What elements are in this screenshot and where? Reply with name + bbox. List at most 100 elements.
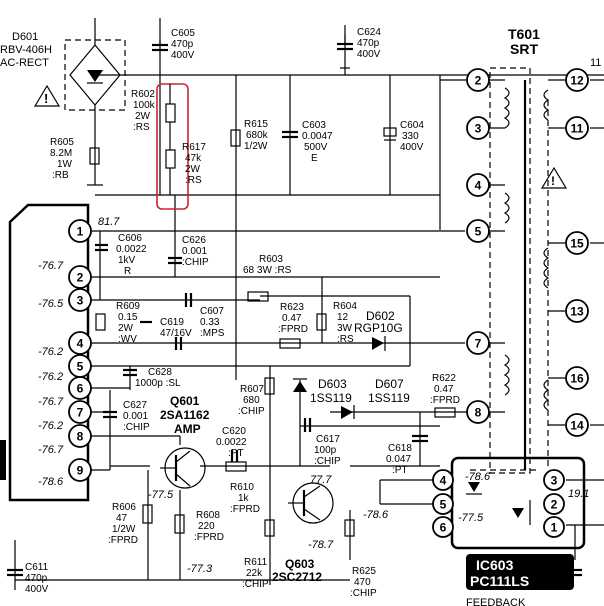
- pin-ic-left-circle: [432, 469, 454, 491]
- q603-transistor: [288, 482, 334, 524]
- r617-power: 2W: [185, 164, 201, 175]
- pin-left-label: 8: [77, 430, 84, 444]
- r617-ref: R617: [182, 142, 206, 153]
- pin-ic-left-label: 4: [440, 474, 447, 488]
- r623-value: 0.47: [282, 313, 302, 324]
- top-right-number: 11: [590, 57, 601, 69]
- r615-resistor: [230, 129, 241, 147]
- r611-ref: R611: [244, 557, 268, 568]
- pin-t601-right-label: 13: [570, 305, 584, 319]
- c603-value: 0.0047: [302, 131, 333, 142]
- r608-value: 220: [198, 521, 215, 532]
- c607-value: 0.33: [200, 317, 220, 328]
- pin-left-circle: [68, 424, 92, 448]
- voltage-pin6: -76.7: [38, 396, 64, 408]
- r611-type: :CHIP: [242, 579, 269, 590]
- c604-value: 330: [402, 131, 419, 142]
- t601-ref: T601: [508, 26, 540, 42]
- pin-ic-right-circle: [543, 516, 565, 538]
- c617-value: 100p: [314, 445, 337, 456]
- pin-t601-left-label: 8: [475, 406, 482, 420]
- d603-diode: [293, 381, 307, 392]
- c618-value: 0.047: [386, 454, 411, 465]
- pin-t601-left-label: 4: [475, 179, 482, 193]
- r605-ref: R605: [50, 137, 74, 148]
- pin-ic-right-circle: [543, 469, 565, 491]
- c605-voltage: 400V: [171, 50, 195, 61]
- r617-type: :RS: [185, 175, 202, 186]
- c603-voltage: 500V: [304, 142, 328, 153]
- q603-ref: Q603: [285, 557, 315, 571]
- ic603-label-box: [466, 554, 574, 590]
- pin-left-label: 4: [77, 337, 84, 351]
- voltage-pin4: -76.2: [38, 346, 63, 358]
- r604-resistor: [316, 313, 327, 331]
- voltage-pin7: -76.2: [38, 420, 63, 432]
- r615-value: 680k: [246, 130, 269, 141]
- r605-power: 1W: [57, 159, 73, 170]
- pin-t601-left-circle: [466, 116, 490, 140]
- r602-ref: R602: [131, 89, 155, 100]
- pin-left-label: 9: [77, 464, 84, 478]
- r602-r617-highlight: [156, 83, 189, 210]
- voltage-pin9: -78.6: [38, 476, 64, 488]
- r625-value: 470: [354, 577, 371, 588]
- r610-value: 1k: [238, 493, 250, 504]
- r609-ref: R609: [116, 301, 140, 312]
- pin-t601-right-label: 12: [570, 74, 584, 88]
- pin-t601-right-label: 15: [570, 237, 584, 251]
- c603-type: E: [311, 153, 318, 164]
- voltage-annotations: 81.7 -76.7 -76.5 -76.2 -76.2 -76.7 -76.2…: [38, 216, 589, 575]
- pin-left-circle: [68, 288, 92, 312]
- pin-ic-left-label: 5: [440, 498, 447, 512]
- connector-block: [8, 203, 90, 502]
- c624-capacitor: [337, 25, 353, 69]
- q601-type: AMP: [174, 422, 201, 436]
- r622-value: 0.47: [434, 384, 454, 395]
- r609-value: 0.15: [118, 312, 138, 323]
- r623-ref: R623: [280, 302, 304, 313]
- pin-left-label: 1: [77, 225, 84, 239]
- r606-power: 1/2W: [112, 524, 136, 535]
- r610-ref: R610: [230, 482, 254, 493]
- q601-value: 2SA1162: [160, 408, 210, 422]
- ic603-subtitle: FEEDBACK: [466, 597, 526, 606]
- r607-type: :CHIP: [238, 406, 265, 417]
- r606-type: :FPRD: [108, 535, 138, 546]
- r607-value: 680: [243, 395, 260, 406]
- pin-t601-left-label: 7: [475, 337, 482, 351]
- pin-left-circle: [68, 331, 92, 355]
- pin-ic-left-circle: [432, 493, 454, 515]
- c626-value: 0.001: [182, 246, 207, 257]
- c606-voltage: 1kV: [118, 255, 136, 266]
- r622-ref: R622: [432, 373, 456, 384]
- pin-t601-left-circle: [466, 331, 490, 355]
- pin-left-label: 2: [77, 271, 84, 285]
- c626-type: :CHIP: [182, 257, 209, 268]
- c603-ref: C603: [302, 120, 326, 131]
- d602-value: RGP10G: [354, 321, 403, 335]
- r606-resistor: [142, 504, 153, 524]
- c624-ref: C624: [357, 27, 381, 38]
- c607-type: :MPS: [200, 328, 225, 339]
- pin-t601-right-circle: [565, 299, 589, 323]
- pin-t601-right-circle: [565, 231, 589, 255]
- r605-type: :RB: [52, 170, 69, 181]
- svg-text:!: !: [551, 174, 555, 188]
- r604-power: 3W: [337, 323, 353, 334]
- c604-voltage: 400V: [400, 142, 424, 153]
- pin-ic-right-label: 3: [551, 474, 558, 488]
- d601-bridge-rectifier: !: [33, 18, 126, 120]
- r603-resistor: [247, 291, 269, 302]
- pin-t601-right-circle: [565, 413, 589, 437]
- c628-ref: C628: [148, 367, 172, 378]
- voltage-pin3: -76.5: [38, 298, 64, 310]
- pin-t601-right-circle: [565, 116, 589, 140]
- c628-value: 1000p :SL: [135, 378, 181, 389]
- c626-ref: C626: [182, 235, 206, 246]
- pin-ic-left-circle: [432, 516, 454, 538]
- c619-ref: C619: [160, 317, 184, 328]
- pin-t601-left-label: 2: [475, 74, 482, 88]
- pin-t601-left-circle: [466, 173, 490, 197]
